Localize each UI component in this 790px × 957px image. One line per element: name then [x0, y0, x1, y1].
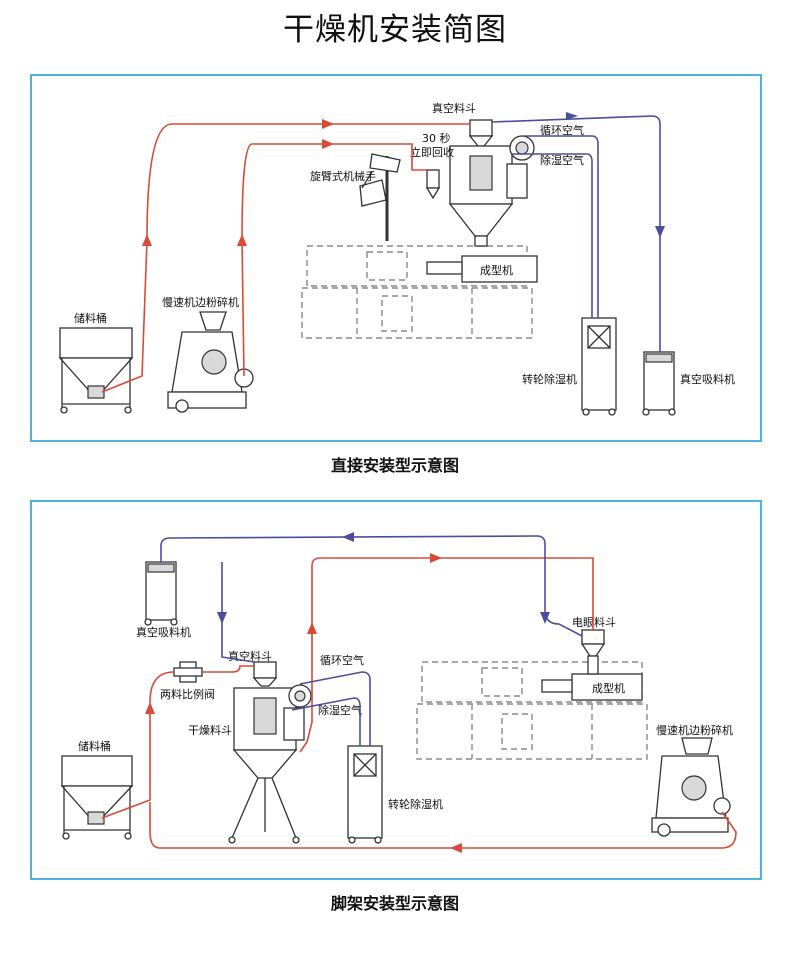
crusher [167, 311, 254, 413]
label-crusher: 慢速机边粉碎机 [162, 295, 239, 309]
caption-direct-install: 直接安装型示意图 [330, 456, 459, 475]
label-recycle-30s: 30 秒 [422, 131, 451, 145]
caption-stand-install: 脚架安装型示意图 [330, 894, 459, 913]
label-rotor-dehumidifier: 转轮除湿机 [522, 372, 577, 386]
vacuum-loader [642, 351, 676, 416]
label-molding-machine: 成型机 [592, 681, 625, 695]
molding-machine [301, 245, 538, 339]
label-vacuum-loader: 真空吸料机 [136, 625, 191, 639]
label-recycle-now: 立即回收 [410, 145, 454, 159]
label-storage-bin: 储料桶 [78, 739, 111, 753]
electric-eye-hopper [580, 629, 606, 675]
label-crusher: 慢速机边粉碎机 [656, 723, 733, 737]
material-lines [101, 119, 470, 393]
crusher [651, 737, 731, 837]
robot-arm [359, 153, 401, 241]
proportional-valve [173, 661, 203, 683]
label-proportional-valve: 两料比例阀 [160, 687, 215, 701]
label-dehumidified-air: 除湿空气 [318, 703, 362, 717]
stand-install-diagram: 成型机 电眼料斗 真空吸料机 真空料斗 干燥料斗 循环空气 除湿空气 两 [30, 500, 762, 880]
label-circulating-air: 循环空气 [540, 123, 584, 137]
label-storage-bin: 储料桶 [74, 311, 107, 325]
label-vacuum-hopper: 真空料斗 [432, 101, 476, 115]
label-vacuum-loader: 真空吸料机 [680, 372, 735, 386]
label-robot-arm: 旋臂式机械手 [310, 169, 376, 183]
dryer-hopper [425, 119, 535, 247]
air-lines [491, 112, 665, 352]
material-lines [101, 553, 737, 853]
label-circulating-air: 循环空气 [320, 653, 364, 667]
direct-install-svg: 成型机 真空料斗 30 秒 立即回收 循环空气 除湿空气 旋臂式机械手 储料桶 [58, 101, 735, 416]
stand-install-svg: 成型机 电眼料斗 真空吸料机 真空料斗 干燥料斗 循环空气 除湿空气 两 [60, 532, 737, 853]
storage-bin [60, 755, 134, 840]
vacuum-loader [144, 561, 178, 626]
label-rotor-dehumidifier: 转轮除湿机 [388, 797, 443, 811]
storage-bin [58, 327, 134, 414]
dryer-on-stand [228, 661, 312, 844]
label-electric-eye-hopper: 电眼料斗 [572, 615, 616, 629]
molding-machine [416, 661, 648, 760]
label-dryer-hopper: 干燥料斗 [188, 723, 232, 737]
rotor-dehumidifier [581, 317, 617, 416]
rotor-dehumidifier [347, 745, 383, 844]
page-title: 干燥机安装简图 [283, 12, 507, 48]
label-dehumidified-air: 除湿空气 [540, 153, 584, 167]
label-molding-machine: 成型机 [480, 263, 513, 277]
air-lines [160, 532, 583, 746]
direct-install-diagram: 成型机 真空料斗 30 秒 立即回收 循环空气 除湿空气 旋臂式机械手 储料桶 [30, 74, 762, 442]
